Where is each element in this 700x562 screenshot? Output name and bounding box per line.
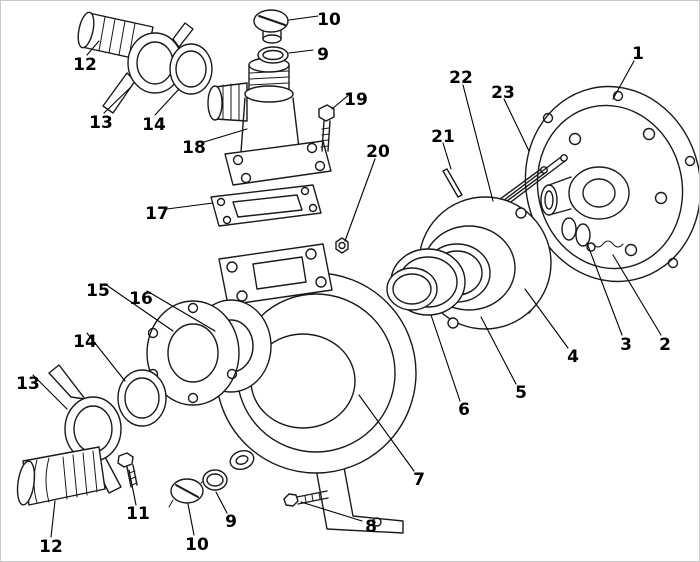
callout-23: 23 [491,83,515,103]
callout-15: 15 [86,281,110,301]
callout-7: 7 [413,470,425,490]
callout-20: 20 [366,142,390,162]
part-filler-plug-top [253,9,289,44]
part-shaft-seal [561,217,624,248]
leader-line [288,49,314,54]
part-bolt-8 [283,490,329,507]
leader-line [430,314,461,402]
leader-line [344,158,376,242]
part-seal-rings [386,248,466,316]
leader-line [612,60,635,100]
callout-12-bottom: 12 [39,537,63,557]
leader-line [32,374,68,410]
leader-line [358,394,415,472]
callout-4: 4 [567,347,579,367]
leader-line [300,501,363,522]
part-bolt-19 [318,104,335,152]
part-hose-nipple-bottom [16,446,106,506]
leader-line [524,288,569,349]
part-bolt-11 [117,452,138,488]
leader-line [187,503,195,536]
leader-line [612,254,662,336]
leader-line [166,202,214,210]
leader-line [586,242,623,336]
callout-13-top: 13 [89,113,113,133]
leader-line [480,316,517,385]
callout-17: 17 [145,204,169,224]
leader-line [215,491,228,514]
callout-9-bottom: 9 [225,512,237,532]
leader-line [442,142,452,170]
callout-14-bottom: 14 [73,332,97,352]
leader-line [86,40,100,56]
leader-line [154,88,180,116]
line-art [16,9,699,538]
leader-line [104,283,174,332]
part-plug-o-ring-bottom [202,469,228,491]
callout-13-bottom: 13 [16,374,40,394]
callout-19: 19 [344,90,368,110]
callout-14-top: 14 [142,115,166,135]
part-plug-o-ring-top [257,46,289,64]
leader-line [462,84,494,202]
leader-line [203,128,248,143]
part-discharge-elbow [207,57,332,186]
leader-line [86,332,126,382]
leader-line [146,290,216,332]
callout-22: 22 [449,68,473,88]
part-nut-20 [335,237,349,254]
callout-11: 11 [126,504,150,524]
part-suction-flange [146,300,240,406]
callout-12-top: 12 [73,55,97,75]
leader-line [103,86,132,114]
callout-21: 21 [431,127,455,147]
part-o-ring-bottom [117,369,167,427]
leader-line [331,92,352,110]
callout-10-top: 10 [317,10,341,30]
leader-line [503,98,530,152]
part-flange-gasket [210,184,322,227]
callout-18: 18 [182,138,206,158]
callout-10-bottom: 10 [185,535,209,555]
callout-1: 1 [632,44,644,64]
callout-9-top: 9 [317,45,329,65]
callout-3: 3 [620,335,632,355]
part-drain-plug-bottom [168,477,208,508]
callout-5: 5 [515,383,527,403]
part-pin-21 [442,168,463,198]
part-o-ring-top [169,43,213,95]
leader-line [50,500,56,538]
callout-8: 8 [365,517,377,537]
callout-6: 6 [458,400,470,420]
leader-line [288,15,319,21]
leader-lines [32,15,662,538]
callout-2: 2 [659,335,671,355]
callout-16: 16 [129,289,153,309]
callout-labels: 1 2 3 4 5 6 7 8 9 9 10 10 11 12 12 13 13… [16,10,671,557]
leader-line [128,469,137,506]
